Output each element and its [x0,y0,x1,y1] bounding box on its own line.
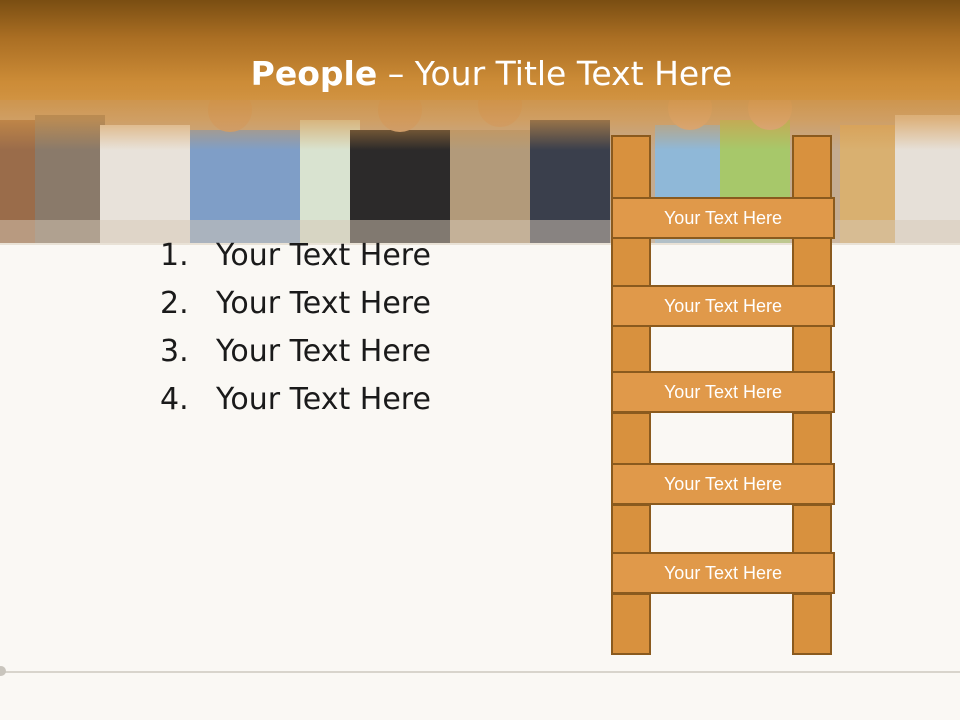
list-number: 3. [160,334,189,369]
list-item: 4. Your Text Here [160,376,431,424]
ladder-rung-1: Your Text Here [611,197,835,239]
list-number: 1. [160,238,189,273]
footer-divider [0,671,960,673]
banner-divider [0,243,960,245]
ladder-rung-3: Your Text Here [611,371,835,413]
title-bold: People [250,54,378,93]
numbered-list: 1. Your Text Here 2. Your Text Here 3. Your… [160,232,431,424]
list-item: 1. Your Text Here [160,232,431,280]
list-item: 3. Your Text Here [160,328,431,376]
ladder-rung-5: Your Text Here [611,552,835,594]
banner-gradient [0,0,960,150]
list-text: Your Text Here [216,382,431,417]
title-rest: – Your Title Text Here [377,54,733,93]
list-item: 2. Your Text Here [160,280,431,328]
list-text: Your Text Here [216,286,431,321]
list-text: Your Text Here [216,334,431,369]
ladder-diagram: Your Text Here Your Text Here Your Text … [611,135,835,660]
footer-dot [0,666,6,676]
list-number: 4. [160,382,189,417]
slide-title: People – Your Title Text Here [0,52,960,96]
ladder-rung-4: Your Text Here [611,463,835,505]
list-text: Your Text Here [216,238,431,273]
list-number: 2. [160,286,189,321]
ladder-rung-2: Your Text Here [611,285,835,327]
